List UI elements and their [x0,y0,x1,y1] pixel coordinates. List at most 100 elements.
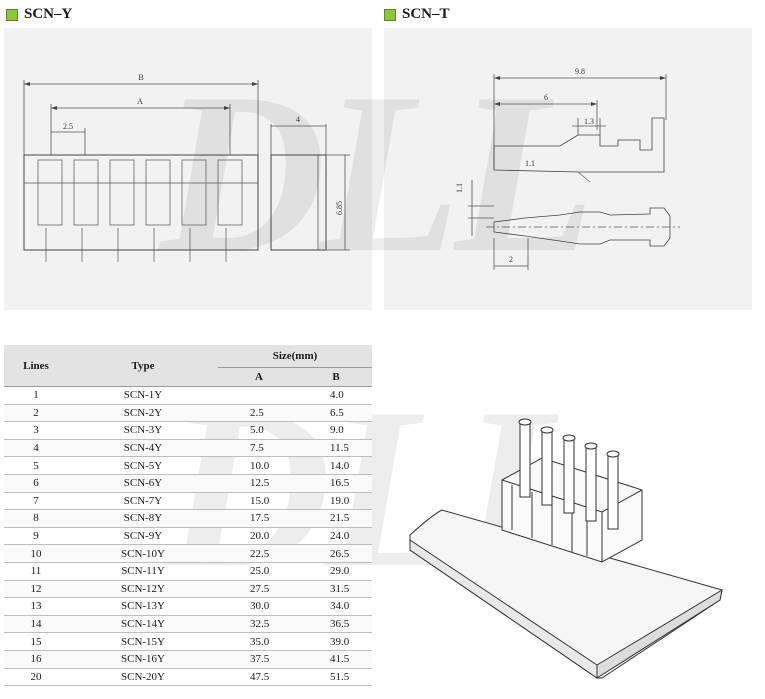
cell-a: 7.5 [218,439,300,458]
table-header-row: Lines Type Size(mm) [4,345,372,387]
cell-b: 39.0 [300,632,372,651]
dim-width-label: 4 [296,115,300,124]
connector-isometric-view [409,418,723,679]
dim-a-label: A [137,97,143,106]
dim-total-label: 9.8 [575,67,585,76]
cell-lines: 14 [4,615,68,634]
cell-type: SCN-12Y [68,580,218,599]
scn-t-drawing: 9.8 6 1.3 1.1 1.1 2 [455,67,680,270]
cell-b: 34.0 [300,597,372,616]
cell-lines: 2 [4,404,68,423]
cell-b: 9.0 [300,421,372,440]
cell-lines: 16 [4,650,68,669]
cell-type: SCN-15Y [68,632,218,651]
cell-b: 16.5 [300,474,372,493]
cell-b: 26.5 [300,544,372,563]
green-square-icon [384,8,396,21]
col-lines-header: Lines [4,345,68,387]
cell-lines: 7 [4,492,68,511]
cell-type: SCN-1Y [68,386,218,405]
cell-b: 31.5 [300,580,372,599]
cell-a: 37.5 [218,650,300,669]
cell-b: 11.5 [300,439,372,458]
cell-a [218,386,300,405]
cell-type: SCN-9Y [68,527,218,546]
scn-y-heading: SCN–Y [6,6,72,23]
cell-type: SCN-14Y [68,615,218,634]
cell-b: 29.0 [300,562,372,581]
cell-type: SCN-20Y [68,668,218,687]
scn-t-title: SCN–T [402,6,450,22]
cell-a: 47.5 [218,668,300,687]
cell-b: 14.0 [300,456,372,475]
cell-lines: 12 [4,580,68,599]
cell-type: SCN-2Y [68,404,218,423]
cell-lines: 4 [4,439,68,458]
cell-type: SCN-11Y [68,562,218,581]
cell-a: 5.0 [218,421,300,440]
cell-a: 27.5 [218,580,300,599]
cell-lines: 20 [4,668,68,687]
cell-a: 10.0 [218,456,300,475]
cell-b: 4.0 [300,386,372,405]
cell-lines: 3 [4,421,68,440]
cell-lines: 8 [4,509,68,528]
cell-lines: 11 [4,562,68,581]
scn-y-drawing-panel [4,28,372,310]
cell-a: 32.5 [218,615,300,634]
scn-t-drawing-panel [384,28,752,310]
cell-a: 20.0 [218,527,300,546]
cell-a: 22.5 [218,544,300,563]
col-a-header: A [218,367,300,387]
cell-a: 15.0 [218,492,300,511]
cell-type: SCN-3Y [68,421,218,440]
table-subheader-row: A B [4,367,372,387]
cell-type: SCN-7Y [68,492,218,511]
cell-a: 17.5 [218,509,300,528]
scn-y-drawing: B A 2.5 4 6.85 [23,73,350,262]
cell-a: 35.0 [218,632,300,651]
cell-type: SCN-8Y [68,509,218,528]
cell-type: SCN-4Y [68,439,218,458]
col-type-header: Type [68,345,218,387]
dim-pitch-label: 2.5 [63,122,73,131]
cell-lines: 1 [4,386,68,405]
cell-a: 2.5 [218,404,300,423]
dim-six-label: 6 [544,93,548,102]
dim-side-label: 1.1 [455,183,464,193]
dim-height-label: 6.85 [335,201,344,215]
cell-lines: 13 [4,597,68,616]
dim-b-label: B [138,73,143,82]
dim-small-label: 1.3 [584,117,594,126]
cell-b: 41.5 [300,650,372,669]
cell-type: SCN-5Y [68,456,218,475]
cell-b: 21.5 [300,509,372,528]
cell-a: 25.0 [218,562,300,581]
cell-b: 24.0 [300,527,372,546]
scn-y-title: SCN–Y [24,6,73,22]
cell-b: 51.5 [300,668,372,687]
cell-type: SCN-6Y [68,474,218,493]
cell-lines: 5 [4,456,68,475]
cell-b: 36.5 [300,615,372,634]
col-b-header: B [300,367,372,387]
dim-inner-label: 1.1 [525,159,535,168]
col-size-header: Size(mm) [218,345,372,368]
cell-type: SCN-16Y [68,650,218,669]
